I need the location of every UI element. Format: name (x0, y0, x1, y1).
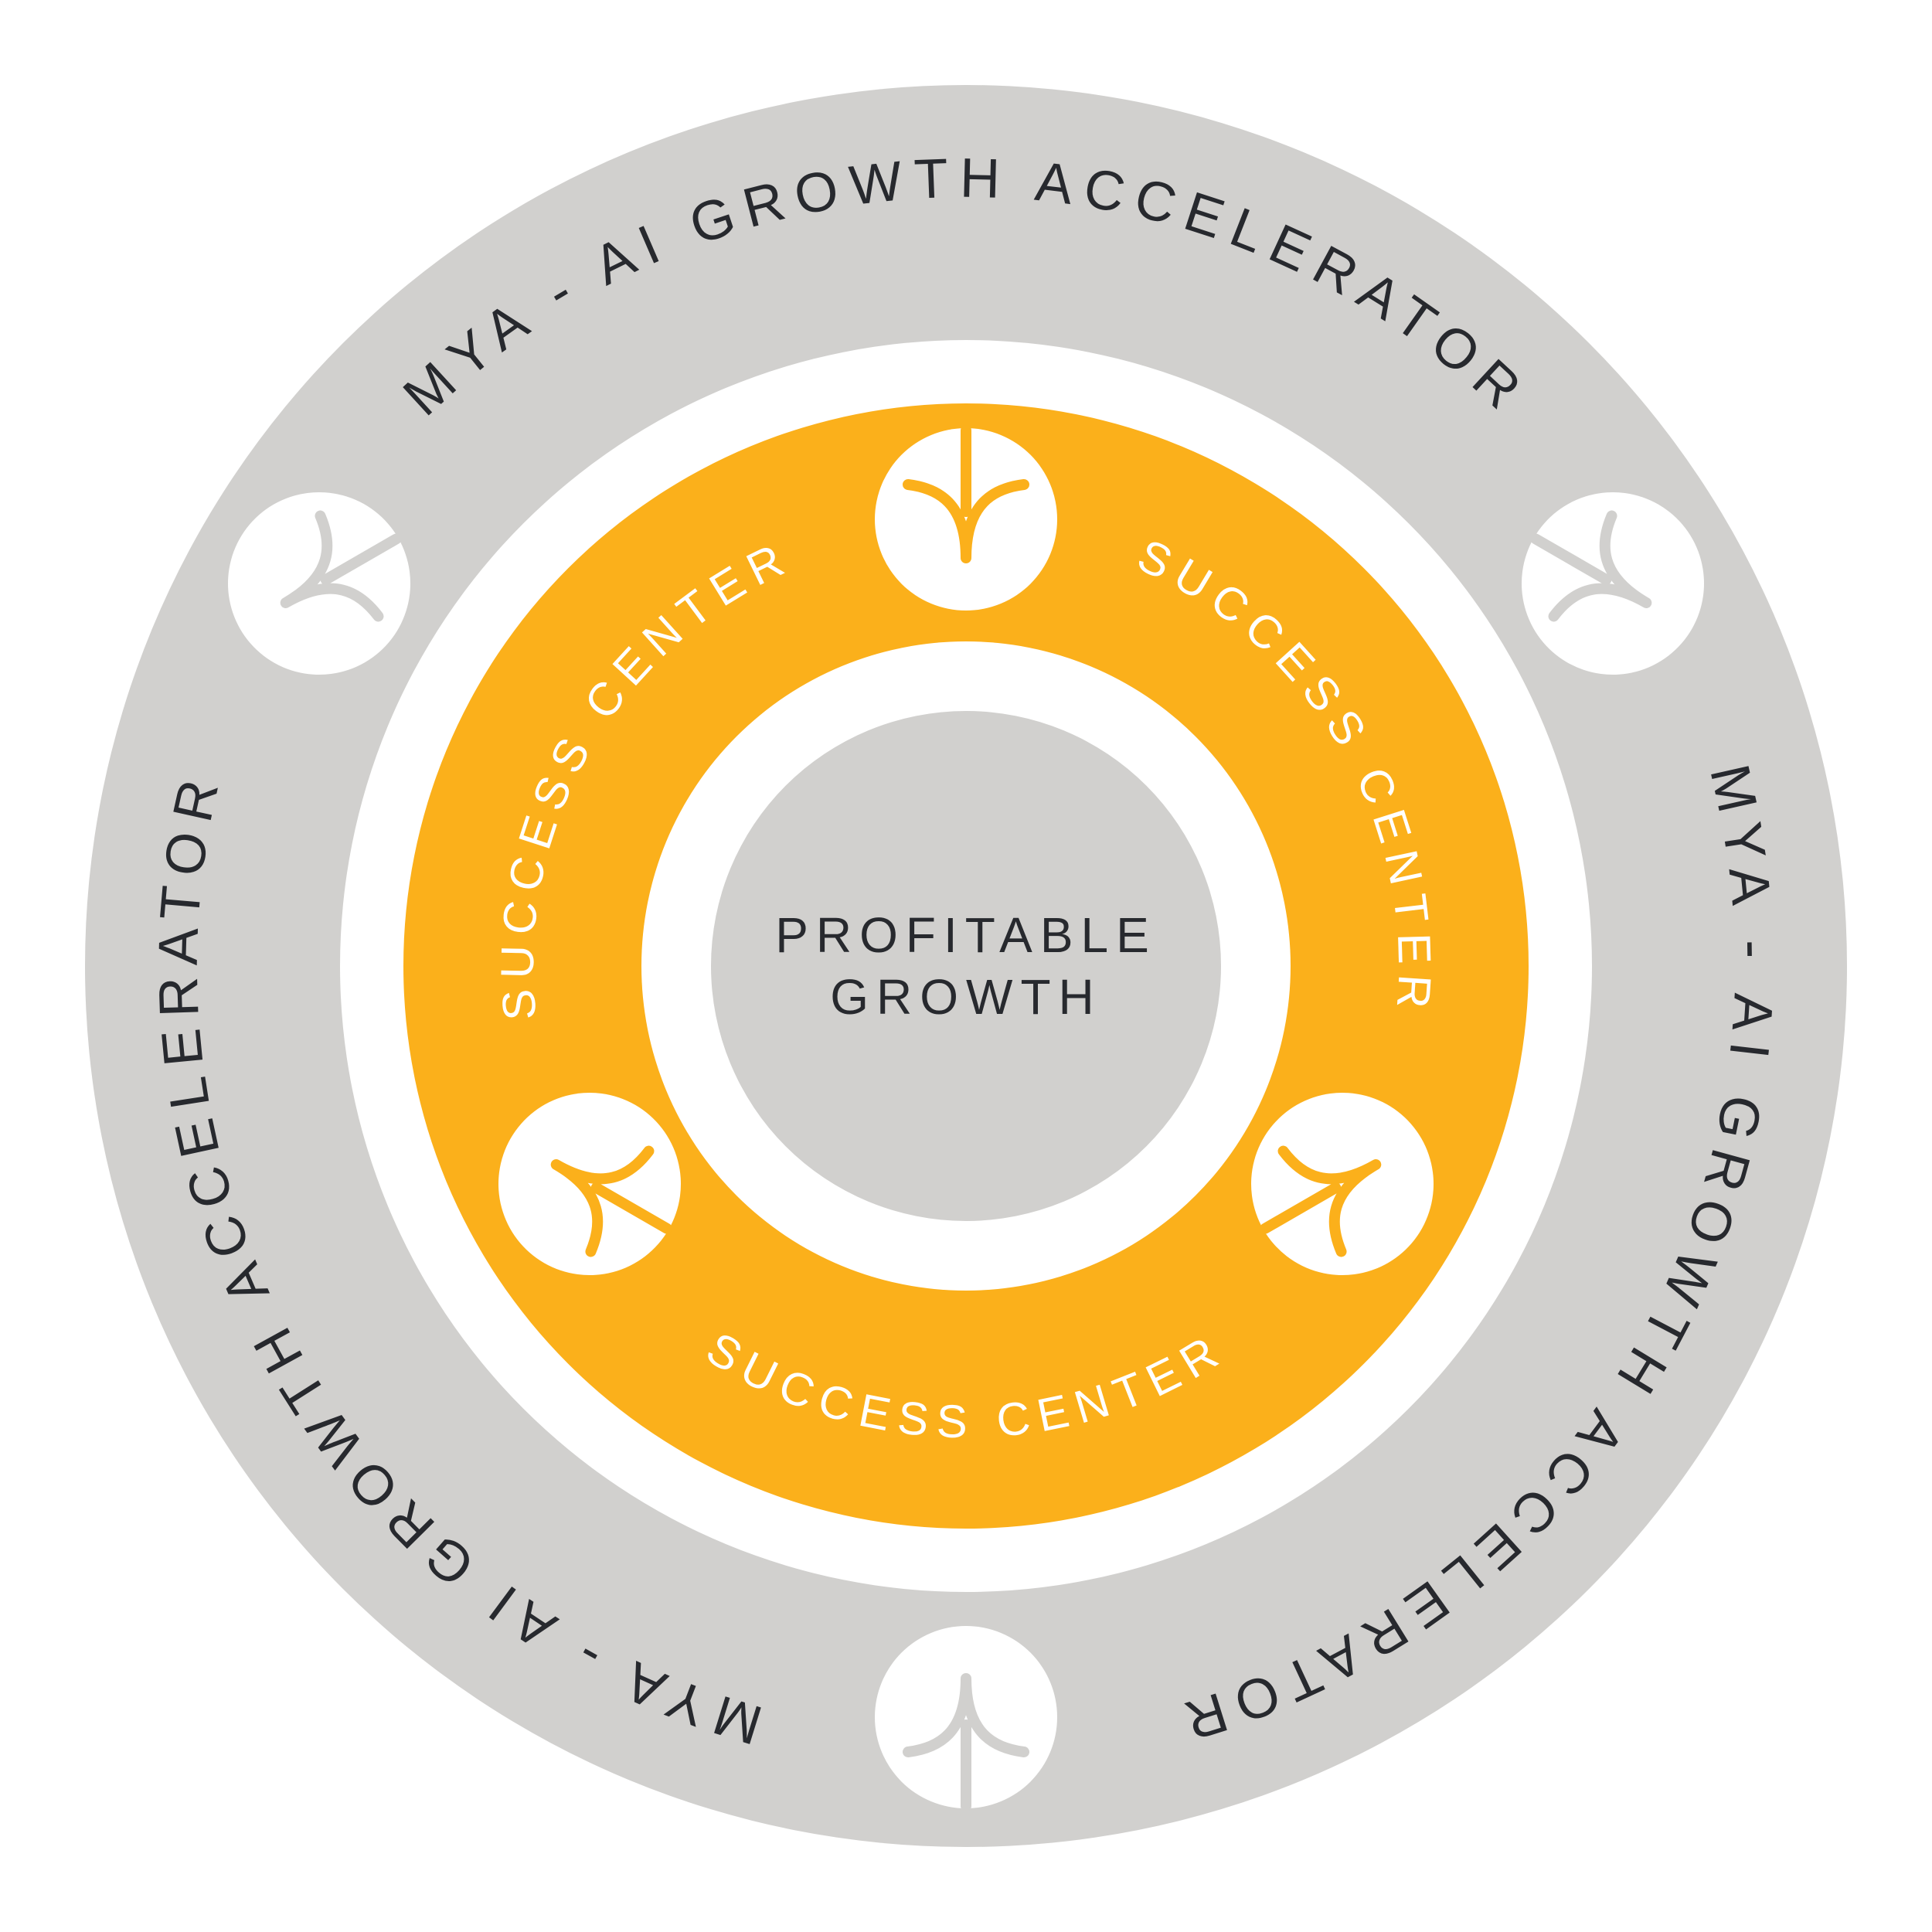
growth-arrow-icon-inner-top (875, 425, 1057, 611)
growth-arrow-icon-outer-right-disc (1522, 492, 1704, 675)
growth-arrow-icon-inner-right-disc (1251, 1093, 1434, 1275)
growth-arrow-icon-inner-top-glyph (903, 425, 1029, 563)
center-title-line-1: PROFITABLE (775, 907, 1157, 963)
growth-arrow-icon-inner-left-glyph (550, 1145, 672, 1257)
growth-arrow-icon-inner-left (498, 1093, 681, 1275)
growth-arrow-icon-inner-left-disc (498, 1093, 681, 1275)
growth-arrow-icon-outer-right (1522, 492, 1704, 675)
growth-arrow-icon-outer-left-glyph (280, 510, 402, 622)
center-title-line-2: GROWTH (830, 969, 1102, 1025)
center-disc (711, 711, 1221, 1221)
growth-arrow-icon-outer-bottom (875, 1626, 1057, 1811)
growth-arrow-icon-inner-top-disc (875, 428, 1057, 611)
growth-arrow-icon-outer-left (228, 492, 410, 675)
growth-arrow-icon-outer-right-glyph (1530, 510, 1652, 622)
growth-arrow-icon-outer-bottom-disc (875, 1626, 1057, 1808)
growth-arrow-icon-outer-left-disc (228, 492, 410, 675)
icons-layer (228, 425, 1704, 1811)
growth-arrow-icon-inner-right (1251, 1093, 1434, 1275)
growth-arrow-icon-inner-right-glyph (1260, 1145, 1382, 1257)
growth-arrow-icon-outer-bottom-glyph (903, 1673, 1029, 1811)
